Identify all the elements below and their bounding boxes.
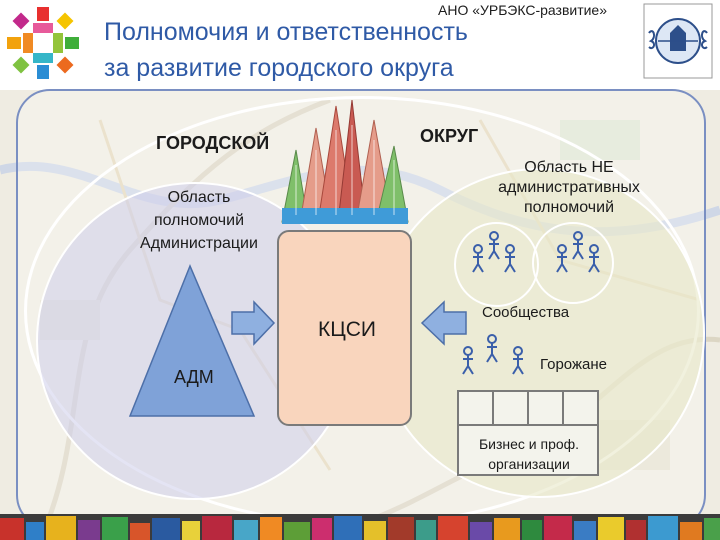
- arrow-left-icon: [420, 300, 467, 346]
- kcsi-block: [277, 230, 412, 426]
- okrug-label: ОКРУГ: [420, 126, 479, 146]
- arrow-right-icon: [231, 300, 276, 346]
- nonadmin-area-label: Область НЕ административных полномочий: [498, 159, 640, 216]
- city-label: ГОРОДСКОЙ: [156, 133, 270, 153]
- organization-name: АНО «УРБЭКС-развитие»: [438, 2, 608, 18]
- page-title: Полномочия и ответственность за развитие…: [104, 14, 468, 86]
- business-cell: [494, 392, 529, 426]
- business-cell: [459, 392, 494, 426]
- business-cells: [459, 392, 597, 426]
- adm-label: АДМ: [174, 367, 214, 387]
- business-cell: [564, 392, 597, 426]
- person-icon-group-citizens: [462, 334, 524, 375]
- citizens-label: Горожане: [540, 356, 607, 373]
- header-band: [0, 0, 720, 90]
- decorative-bottom-strip: [0, 514, 720, 540]
- business-cell: [529, 392, 564, 426]
- admin-area-label: Область полномочий Администрации: [140, 189, 258, 252]
- community-circle-2: [532, 222, 614, 304]
- communities-label: Сообщества: [482, 304, 570, 321]
- business-label: Бизнес и проф. организации: [478, 436, 580, 472]
- person-icon-group-communities: [472, 231, 600, 273]
- buildings-icon: [281, 99, 409, 224]
- business-box: [457, 390, 599, 476]
- kcsi-label: КЦСИ: [318, 318, 377, 341]
- logo-flower-icon: [7, 7, 79, 79]
- adm-triangle: [128, 264, 256, 417]
- title-line-1: Полномочия и ответственность: [104, 18, 468, 46]
- city-crest-icon: [643, 3, 713, 79]
- title-line-2: за развитие городского округа: [104, 54, 454, 82]
